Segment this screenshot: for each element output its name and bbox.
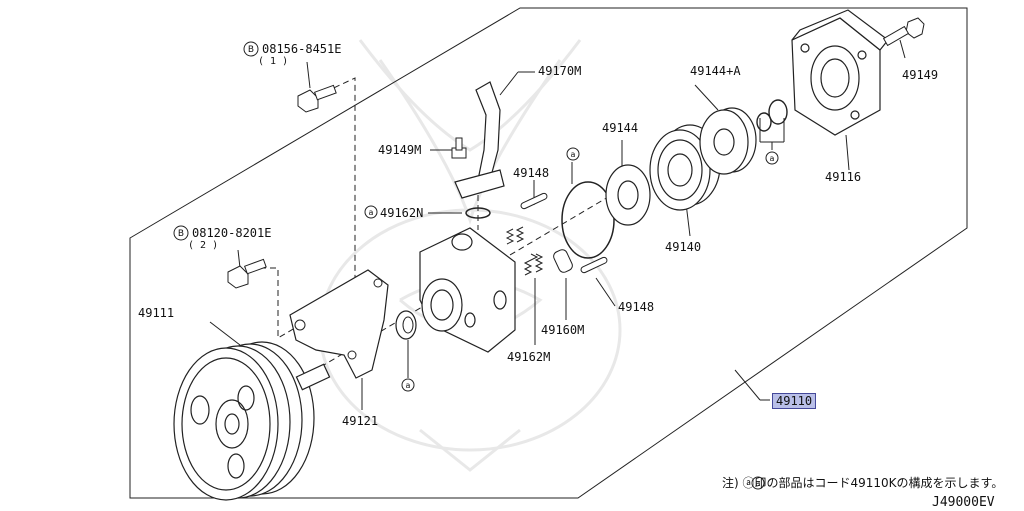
- leader-lines: [209, 39, 906, 410]
- label-49160M: 49160M: [541, 323, 585, 337]
- label-49149: 49149: [902, 68, 939, 82]
- label-49144: 49144: [602, 121, 639, 135]
- ref-marks-b: [173, 41, 259, 241]
- pressure-plate-49144A: [699, 107, 757, 175]
- oil-seal-inner: [402, 316, 414, 334]
- spring-49162M: [523, 253, 544, 276]
- label-bolt-b2: 08120-8201E: [192, 226, 272, 240]
- ref-a-text: a: [770, 154, 775, 163]
- label-bolt-b1-qty: ( 1 ): [258, 56, 289, 67]
- ref-marks-a: [364, 147, 779, 490]
- hose-flange: [454, 169, 505, 199]
- label-49149M: 49149M: [378, 143, 422, 157]
- hose-49170M: [475, 81, 501, 181]
- pulley-49111: [173, 341, 331, 501]
- ref-a-text: a: [406, 381, 411, 390]
- valve-49160M: [553, 249, 573, 273]
- o-ring-small-2: [768, 99, 788, 125]
- label-49144A: 49144+A: [690, 64, 741, 78]
- label-49148-b: 49148: [618, 300, 655, 314]
- rear-cover-49116: [791, 9, 889, 136]
- label-bolt-b2-qty: ( 2 ): [188, 240, 219, 251]
- bracket-49121: [289, 269, 389, 379]
- label-49121: 49121: [342, 414, 379, 428]
- bolt-08120-8201E: [227, 258, 267, 289]
- bracket-hole: [373, 278, 383, 288]
- label-49162M: 49162M: [507, 350, 551, 364]
- label-49162N: 49162N: [380, 206, 424, 220]
- assembly-outline: [129, 7, 968, 499]
- pin-49148-b: [580, 256, 608, 274]
- ref-a-text: a: [369, 208, 374, 217]
- bracket-hole: [347, 350, 357, 360]
- bolt-49149: [882, 17, 925, 47]
- o-ring-49162N: [465, 207, 491, 219]
- ref-b-text: B: [178, 229, 184, 239]
- ref-b-text: B: [248, 45, 254, 55]
- label-49140: 49140: [665, 240, 702, 254]
- label-bolt-b1: 08156-8451E: [262, 42, 342, 56]
- ref-a-text: a: [571, 150, 576, 159]
- bracket-hole: [294, 319, 306, 331]
- footnote: 注) ⓐ印の部品はコード49110Kの構成を示します。: [722, 476, 1004, 490]
- label-49170M: 49170M: [538, 64, 582, 78]
- label-49148-a: 49148: [513, 166, 550, 180]
- label-49111: 49111: [138, 306, 175, 320]
- bolt-49149M: [451, 137, 467, 159]
- pump-body: [419, 227, 516, 353]
- o-ring-large: [561, 181, 615, 259]
- o-ring-small-1: [756, 112, 772, 132]
- ref-a-text: a: [756, 479, 761, 488]
- bolt-08156-8451E: [297, 84, 337, 113]
- label-49116: 49116: [825, 170, 862, 184]
- side-plate-49144: [605, 164, 651, 226]
- pin-49148-a: [520, 192, 548, 210]
- spring-upper: [505, 226, 525, 245]
- drawing-code: J49000EV: [932, 495, 995, 510]
- label-assembly-49110[interactable]: 49110: [772, 393, 817, 409]
